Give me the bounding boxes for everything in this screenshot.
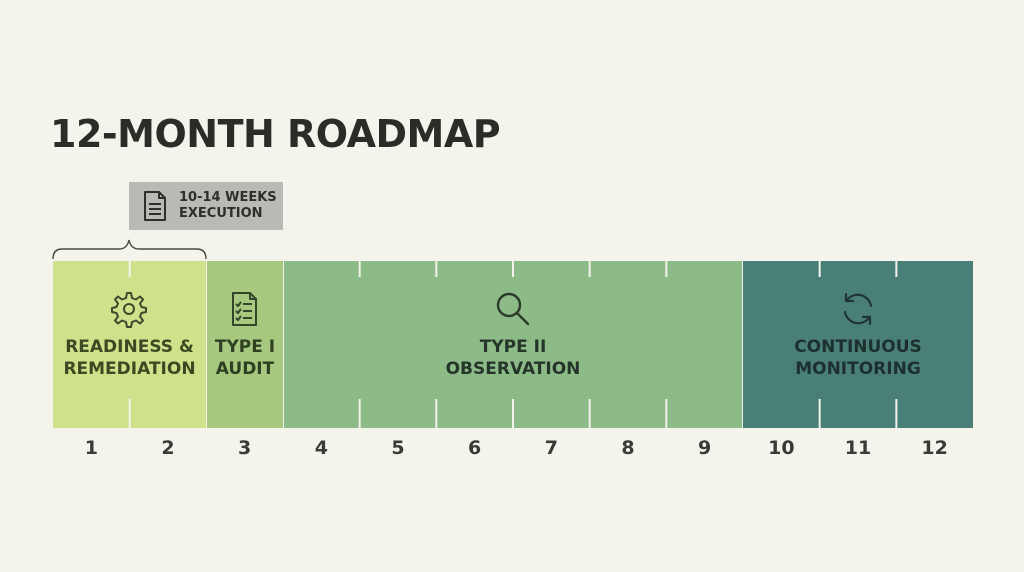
phase-label-monitoring: CONTINUOUS MONITORING	[794, 337, 922, 379]
duration-callout: 10-14 WEEKS EXECUTION	[129, 182, 283, 230]
month-label: 7	[544, 437, 558, 459]
refresh-icon	[843, 292, 873, 326]
month-label: 6	[468, 437, 482, 459]
document-icon	[144, 191, 166, 221]
month-label: 10	[768, 437, 795, 459]
page-title: 12-MONTH ROADMAP	[50, 112, 501, 156]
month-label: 2	[161, 437, 175, 459]
month-label: 12	[921, 437, 948, 459]
month-label: 11	[844, 437, 872, 459]
callout-duration: 10-14 WEEKS	[179, 190, 277, 205]
phase-label-readiness: READINESS & REMEDIATION	[63, 337, 196, 379]
phase-label-type2: TYPE II OBSERVATION	[445, 337, 581, 379]
month-label: 1	[84, 437, 98, 459]
phase-type1: TYPE I AUDIT	[207, 261, 283, 428]
gear-icon	[111, 292, 147, 328]
month-label: 3	[238, 437, 252, 459]
phase-label-type1: TYPE I AUDIT	[214, 337, 276, 379]
search-icon	[496, 292, 530, 326]
callout-caption: EXECUTION	[179, 206, 263, 221]
phase-readiness: READINESS & REMEDIATION	[53, 261, 206, 428]
month-label: 9	[698, 437, 712, 459]
phase-type2: TYPE II OBSERVATION	[284, 261, 742, 428]
phase-monitoring: CONTINUOUS MONITORING	[743, 261, 973, 428]
roadmap-timeline: READINESS & REMEDIATION TYPE I AUDIT TYP	[53, 261, 973, 428]
month-label: 4	[314, 437, 328, 459]
curly-bracket	[52, 239, 207, 260]
month-label: 8	[621, 437, 635, 459]
checklist-icon	[232, 292, 257, 326]
month-label: 5	[391, 437, 405, 459]
